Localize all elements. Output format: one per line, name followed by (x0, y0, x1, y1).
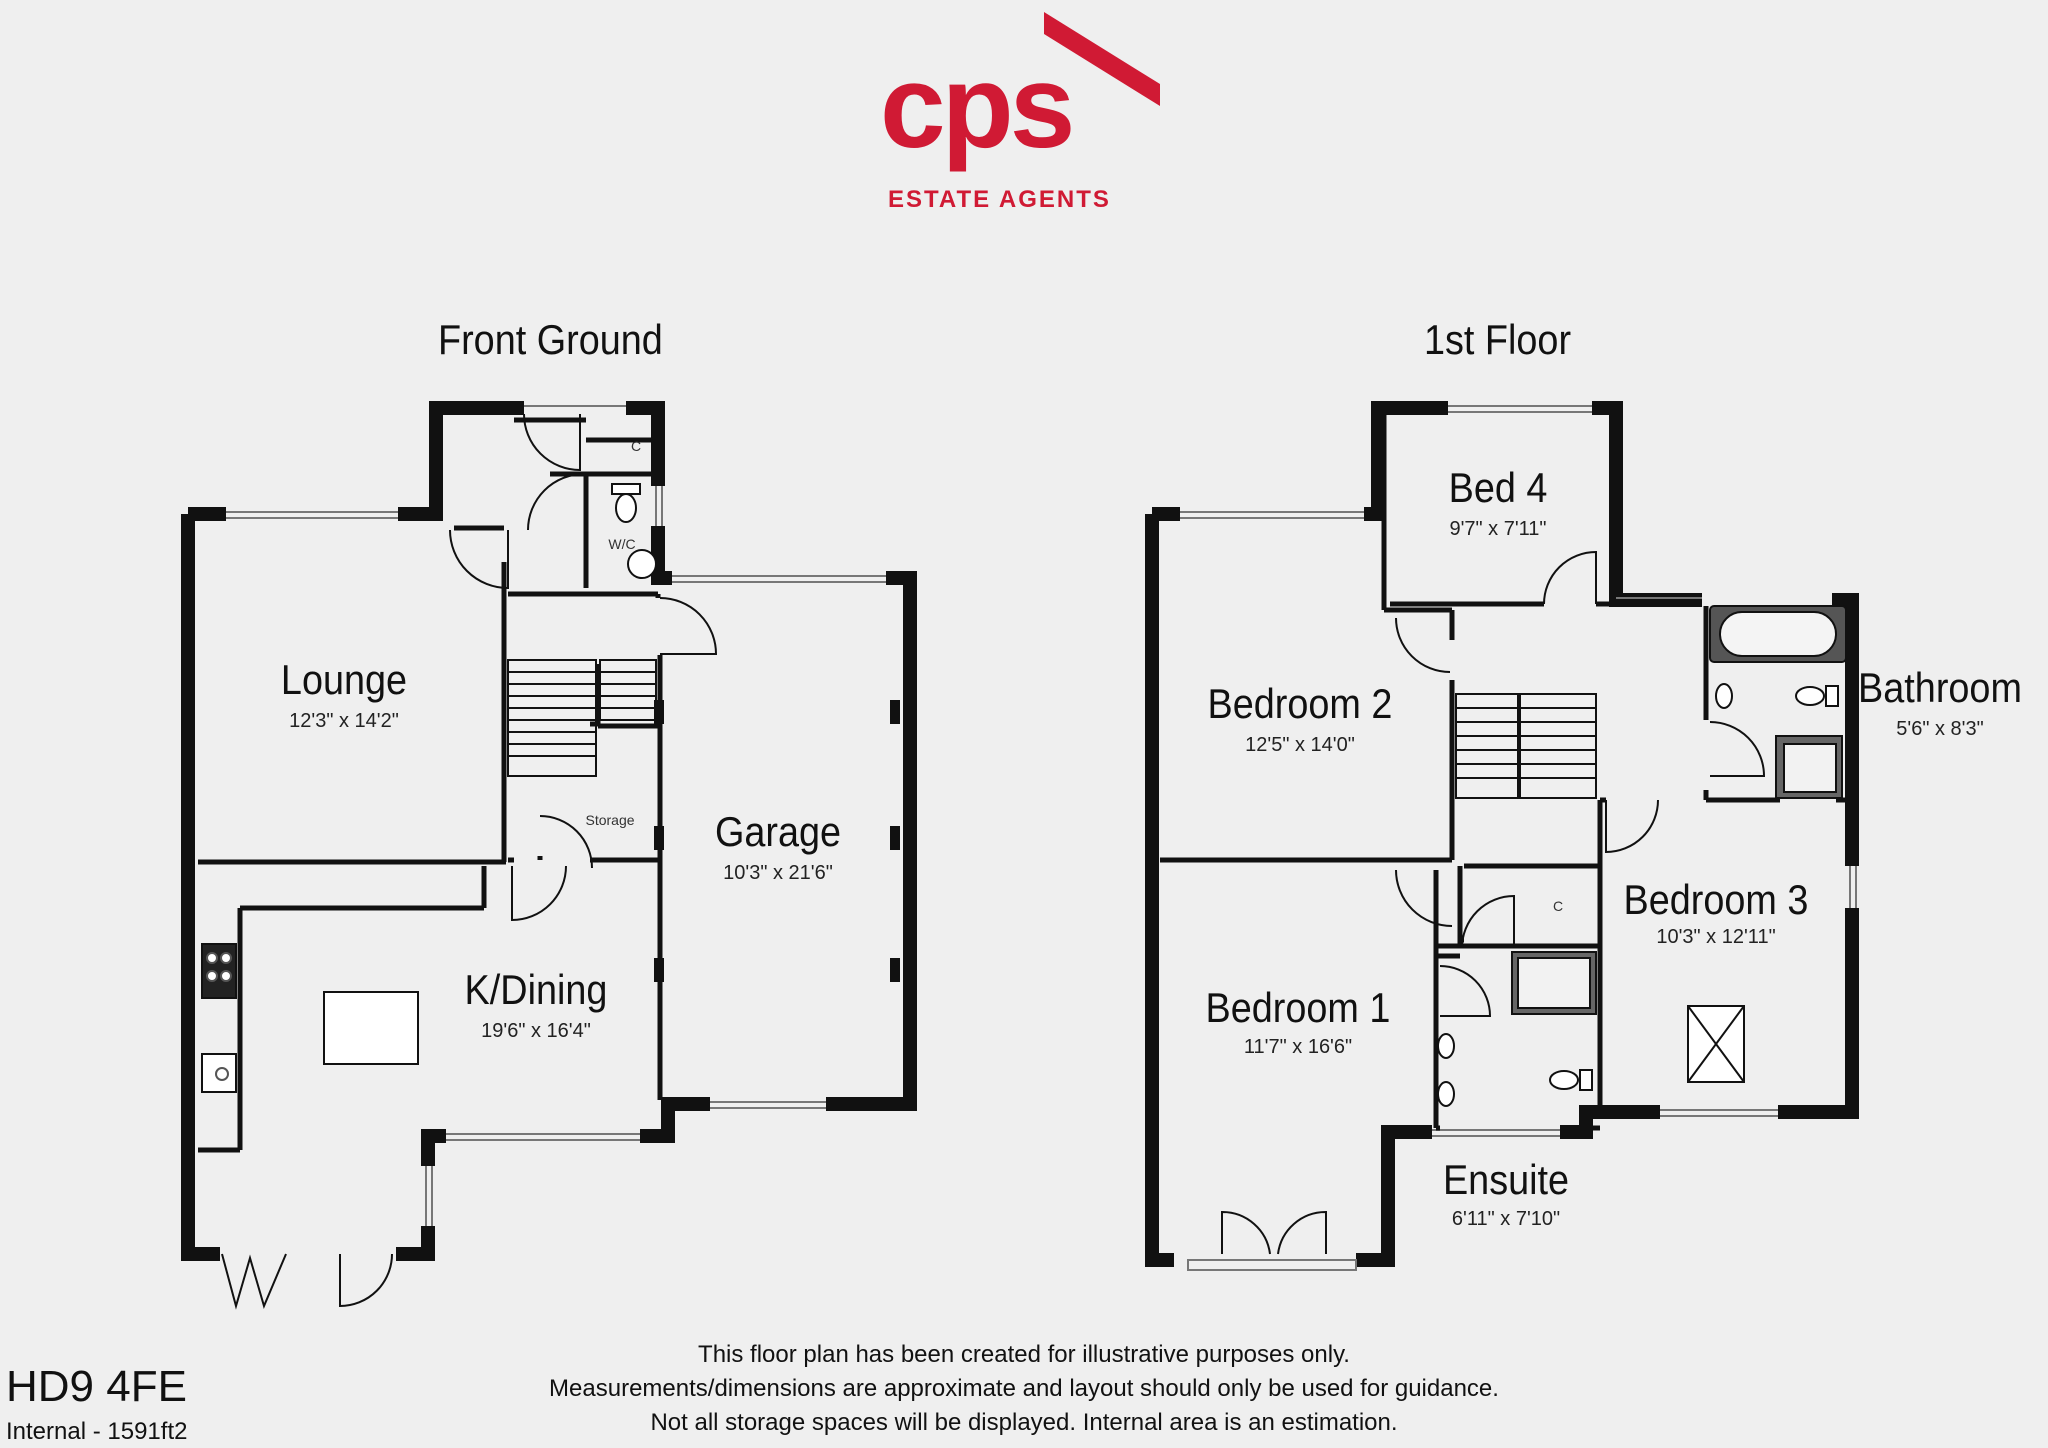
room-name-garage: Garage (714, 808, 842, 855)
room-dims-bed-4: 9'7" x 7'11" (1449, 518, 1547, 540)
postcode: HD9 4FE (6, 1362, 187, 1411)
first-floor-title: 1st Floor (1424, 316, 1572, 363)
room-dims-bedroom-2: 12'5" x 14'0" (1245, 734, 1355, 756)
brand-logo: cps (880, 41, 1075, 173)
room-dims-kitchen-dining: 19'6" x 16'4" (481, 1020, 591, 1042)
room-dims-garage: 10'3" x 21'6" (723, 862, 833, 884)
storage-label: Storage (585, 812, 635, 828)
room-dims-ensuite: 6'11" x 7'10" (1451, 1208, 1561, 1230)
room-name-bedroom-1: Bedroom 1 (1205, 984, 1391, 1031)
first-floor-plan (1145, 401, 1859, 1271)
room-name-bedroom-2: Bedroom 2 (1207, 680, 1393, 727)
room-dims-bedroom-1: 11'7" x 16'6" (1243, 1036, 1353, 1058)
room-name-kitchen-dining: K/Dining (464, 966, 608, 1013)
room-dims-bathroom: 5'6" x 8'3" (1896, 718, 1984, 740)
cupboard-label-ground: C (630, 438, 642, 454)
disclaimer-line: Not all storage spaces will be displayed… (650, 1409, 1398, 1436)
disclaimer-line: This floor plan has been created for ill… (698, 1341, 1350, 1368)
cupboard-label-first: C (1552, 898, 1564, 914)
logo-slash (1044, 12, 1160, 106)
room-name-bedroom-3: Bedroom 3 (1623, 876, 1809, 923)
room-dims-lounge: 12'3" x 14'2" (289, 710, 399, 732)
brand-tagline: ESTATE AGENTS (888, 186, 1111, 213)
room-name-ensuite: Ensuite (1442, 1156, 1570, 1203)
ground-floor-title: Front Ground (438, 316, 663, 363)
disclaimer: This floor plan has been created for ill… (0, 1338, 2048, 1440)
ground-floor-plan (181, 401, 917, 1310)
wc-label: W/C (608, 536, 636, 552)
disclaimer-line: Measurements/dimensions are approximate … (549, 1375, 1499, 1402)
room-name-lounge: Lounge (280, 656, 408, 703)
internal-area: Internal - 1591ft2 (6, 1418, 188, 1445)
room-name-bed-4: Bed 4 (1448, 464, 1548, 511)
room-dims-bedroom-3: 10'3" x 12'11" (1656, 926, 1776, 948)
room-name-bathroom: Bathroom (1858, 664, 2022, 711)
